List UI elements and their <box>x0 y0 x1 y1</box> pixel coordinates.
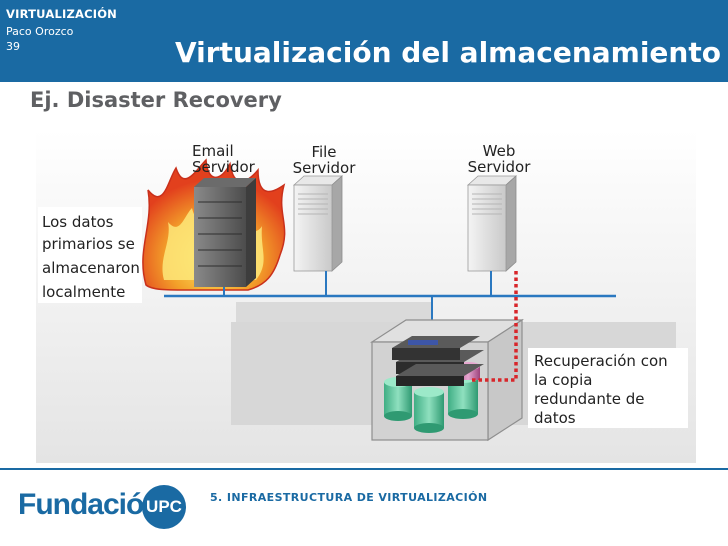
course-name: VIRTUALIZACIÓN <box>6 7 118 21</box>
storage-array-graphic <box>369 318 525 442</box>
right-note-line-2: la copia <box>534 371 592 389</box>
right-note-line-4: datos <box>534 409 576 427</box>
slide-header: VIRTUALIZACIÓN Paco Orozco 39 Virtualiza… <box>0 0 728 82</box>
left-note-box <box>38 207 142 303</box>
web-server-label-1: Web <box>483 142 516 160</box>
email-server-label-2: Servidor <box>192 158 256 176</box>
email-server-label-1: Email <box>192 142 234 160</box>
slide-title: Virtualización del almacenamiento <box>175 36 721 69</box>
file-server-label-1: File <box>311 143 336 161</box>
section-label: 5. INFRAESTRUCTURA DE VIRTUALIZACIÓN <box>210 491 488 504</box>
upc-logo-badge: UPC <box>142 485 186 529</box>
right-note-line-3: redundante de <box>534 390 644 408</box>
left-note-line-4: localmente <box>42 283 125 301</box>
file-server-graphic <box>292 175 344 272</box>
recovery-link <box>470 271 518 382</box>
right-note-line-1: Recuperación con <box>534 352 668 370</box>
storage-appliances <box>392 336 484 386</box>
right-note-box <box>528 348 688 428</box>
author-name: Paco Orozco <box>6 25 74 38</box>
slide-subtitle: Ej. Disaster Recovery <box>30 88 282 112</box>
slide-number: 39 <box>6 40 20 53</box>
slide-footer <box>0 470 728 546</box>
file-server-label-2: Servidor <box>293 159 357 177</box>
email-server-graphic <box>194 178 256 287</box>
fundacio-logo-text: Fundació <box>18 488 144 521</box>
left-note-line-1: Los datos <box>42 213 114 231</box>
left-note-line-2: primarios se <box>42 235 135 253</box>
left-note-line-3: almacenaron <box>42 259 140 277</box>
footer-divider <box>0 468 728 470</box>
disaster-recovery-diagram: Email Servidor File Servidor Web Servido… <box>36 130 696 463</box>
web-server-label-2: Servidor <box>468 158 532 176</box>
web-server-graphic <box>466 175 518 272</box>
